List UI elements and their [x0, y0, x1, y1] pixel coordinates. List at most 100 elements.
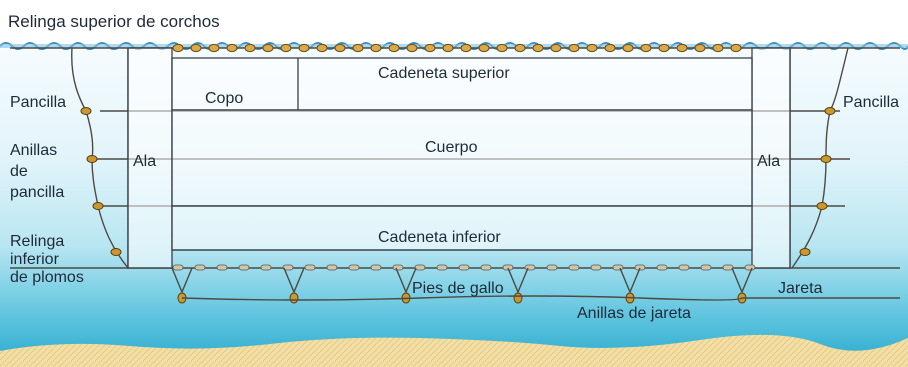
label-anillas-pancilla-3: pancilla: [10, 184, 64, 201]
lead-sinker: [348, 264, 360, 271]
label-pies-de-gallo: Pies de gallo: [412, 280, 504, 297]
label-ala-left: Ala: [133, 153, 156, 170]
bridle: [171, 267, 193, 294]
cork-float: [550, 43, 562, 53]
pancilla-ring: [824, 107, 836, 115]
cork-float: [442, 43, 454, 53]
purse-line: [181, 295, 900, 301]
label-jareta: Jareta: [778, 280, 823, 297]
cork-float: [478, 43, 490, 53]
net-upper-panel: [171, 57, 753, 111]
lead-sinker: [546, 264, 558, 271]
lead-sinker: [722, 264, 734, 271]
net-lower-panel: [171, 205, 753, 251]
purse-ring: [513, 292, 523, 304]
lead-sinker: [568, 264, 580, 271]
label-relinga-inferior-2: inferior: [10, 251, 60, 268]
cork-float: [730, 43, 742, 53]
pancilla-ring: [86, 155, 98, 163]
lead-sinker: [502, 264, 514, 271]
cork-float: [424, 43, 436, 53]
label-pancilla-left: Pancilla: [10, 94, 66, 111]
cork-float: [460, 43, 472, 53]
lead-sinker: [414, 264, 426, 271]
pancilla-ring: [80, 107, 92, 115]
label-top-rope: Relinga superior de corchos: [8, 12, 220, 31]
net-right-wing: [751, 47, 791, 269]
cork-float: [334, 43, 346, 53]
pancilla-ring: [110, 248, 122, 256]
cork-floats: [172, 43, 742, 53]
label-cadeneta-inferior: Cadeneta inferior: [378, 229, 501, 246]
cork-float: [694, 43, 706, 53]
label-anillas-de-jareta: Anillas de jareta: [577, 305, 691, 322]
cork-float: [532, 43, 544, 53]
bridle: [731, 267, 753, 294]
cork-float: [640, 43, 652, 53]
lead-sinker: [744, 264, 756, 271]
lead-sinker: [700, 264, 712, 271]
net-left-wing: [127, 47, 173, 269]
lead-sinker: [260, 264, 272, 271]
bridle: [283, 267, 305, 294]
label-pancilla-right: Pancilla: [843, 94, 899, 111]
lead-sinker: [524, 264, 536, 271]
lead-sinker: [370, 264, 382, 271]
cork-float: [226, 43, 238, 53]
cork-float: [712, 43, 724, 53]
lead-sinker: [678, 264, 690, 271]
lead-sinker: [238, 264, 250, 271]
lead-sinker: [612, 264, 624, 271]
lead-sinker: [590, 264, 602, 271]
sea-floor: [0, 334, 908, 367]
label-relinga-inferior-1: Relinga: [10, 233, 64, 250]
cork-float: [514, 43, 526, 53]
cork-float: [622, 43, 634, 53]
label-anillas-pancilla-1: Anillas: [10, 142, 57, 159]
purse-ring: [289, 292, 299, 304]
pancilla-ring: [799, 248, 811, 256]
cork-float: [172, 43, 184, 53]
net-body: [171, 109, 753, 207]
cork-float: [406, 43, 418, 53]
cork-float: [586, 43, 598, 53]
pancilla-ring: [820, 155, 832, 163]
lead-sinker: [634, 264, 646, 271]
lead-sinker: [436, 264, 448, 271]
cork-float: [208, 43, 220, 53]
lead-sinker: [194, 264, 206, 271]
pancilla-ring: [92, 202, 104, 210]
lead-sinker: [656, 264, 668, 271]
cork-float: [190, 43, 202, 53]
cork-float: [352, 43, 364, 53]
label-anillas-pancilla-2: de: [10, 163, 28, 180]
cork-float: [370, 43, 382, 53]
cork-float: [280, 43, 292, 53]
lead-sinker: [458, 264, 470, 271]
label-relinga-inferior-3: de plomos: [10, 269, 84, 286]
bridle: [619, 267, 641, 294]
cork-float: [496, 43, 508, 53]
pancilla-ring: [816, 202, 828, 210]
lead-sinker: [172, 264, 184, 271]
label-copo: Copo: [205, 90, 243, 107]
cork-float: [388, 43, 400, 53]
bridle: [507, 267, 529, 294]
lead-sinker: [480, 264, 492, 271]
cork-float: [676, 43, 688, 53]
lead-sinker: [326, 264, 338, 271]
cork-float: [604, 43, 616, 53]
label-cuerpo: Cuerpo: [425, 139, 478, 156]
cork-float: [658, 43, 670, 53]
lead-sinker: [216, 264, 228, 271]
cork-float: [568, 43, 580, 53]
bridle: [395, 267, 417, 294]
lead-sinkers: [172, 264, 756, 271]
cork-float: [298, 43, 310, 53]
lead-sinker: [304, 264, 316, 271]
lead-sinker: [392, 264, 404, 271]
label-cadeneta-superior: Cadeneta superior: [378, 65, 510, 82]
lead-sinker: [282, 264, 294, 271]
cork-float: [244, 43, 256, 53]
